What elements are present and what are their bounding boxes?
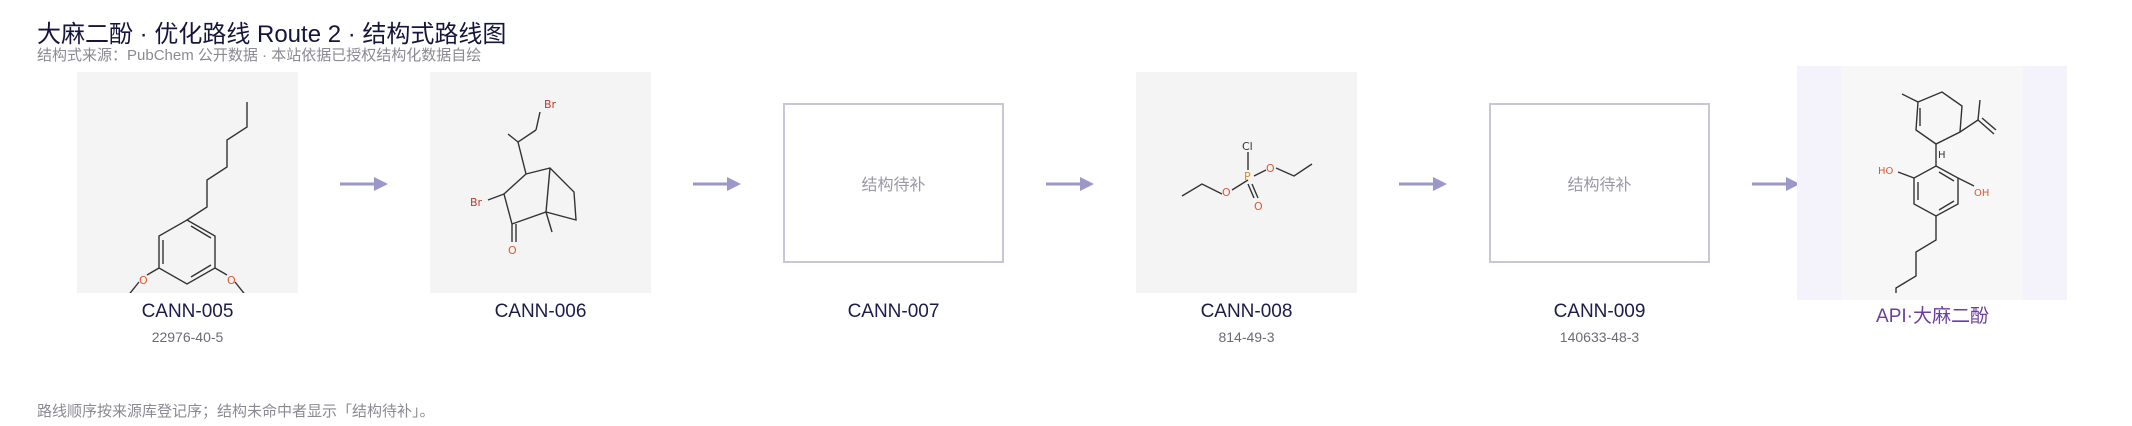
arrow-right-icon xyxy=(693,177,741,191)
step-code: CANN-007 xyxy=(847,301,940,322)
arrow-right-icon xyxy=(1399,177,1447,191)
cannabidiol-structure: H HO OH xyxy=(1878,91,1997,293)
structure-placeholder: 结构待补 xyxy=(783,102,1004,263)
atom-oxygen-4: O xyxy=(1222,186,1231,199)
atom-oxygen-2: O xyxy=(139,274,148,287)
diethyl-chlorophosphate-structure: Cl P O O O xyxy=(1181,140,1313,213)
atom-oxygen-6: O xyxy=(1254,200,1263,213)
atom-phosphorus: P xyxy=(1244,170,1251,183)
arrow-right-icon xyxy=(340,177,388,191)
atom-oxygen-5: O xyxy=(1266,162,1275,175)
structure-image-step-1: O O xyxy=(77,72,298,293)
structure-image-step-2: Br Br O xyxy=(430,72,651,293)
atom-bromine-2: Br xyxy=(470,196,483,209)
route-step-3[interactable]: 结构待补 CANN-007 xyxy=(781,72,1006,329)
atom-hydroxyl-1: HO xyxy=(1878,166,1894,177)
step-code-api: API·大麻二酚 xyxy=(1876,306,1989,327)
api-highlight-panel xyxy=(1797,66,2067,300)
route-step-1[interactable]: O O CANN-005 22976-40-5 xyxy=(75,72,300,345)
step-code: CANN-009 xyxy=(1553,301,1646,322)
atom-bromine-1: Br xyxy=(544,98,557,111)
arrow-right-icon xyxy=(1046,177,1094,191)
route-step-4[interactable]: Cl P O O O CANN-008 814-49-3 xyxy=(1134,72,1359,345)
route-step-5[interactable]: 结构待补 CANN-009 140633-48-3 xyxy=(1487,72,1712,345)
step-cas: 22976-40-5 xyxy=(151,329,224,345)
atom-hydrogen: H xyxy=(1938,150,1946,161)
step-cas: 814-49-3 xyxy=(1218,329,1275,345)
arrow-right-icon xyxy=(1752,177,1800,191)
api-structure-background xyxy=(1841,66,2023,300)
route-step-2[interactable]: Br Br O CANN-006 xyxy=(428,72,653,329)
olivetol-dimethyl-ether-structure: O O xyxy=(129,102,248,293)
dibromocamphor-structure: Br Br O xyxy=(470,98,577,257)
structure-image-step-4: Cl P O O O xyxy=(1136,72,1357,293)
structure-image-step-3: 结构待补 xyxy=(783,72,1004,293)
route-step-api[interactable]: H HO OH API·大麻二酚 xyxy=(1820,72,2045,334)
structure-placeholder: 结构待补 xyxy=(1489,102,1710,263)
structure-image-api: H HO OH xyxy=(1822,72,2043,293)
atom-chlorine: Cl xyxy=(1242,140,1253,153)
page-title: 大麻二酚 · 优化路线 Route 2 · 结构式路线图 xyxy=(37,21,507,48)
page-subtitle: 结构式来源：PubChem 公开数据 · 本站依据已授权结构化数据自绘 xyxy=(37,47,482,64)
page-footnote: 路线顺序按来源库登记序；结构未命中者显示「结构待补」。 xyxy=(37,403,435,420)
structure-image-step-5: 结构待补 xyxy=(1489,72,1710,293)
atom-hydroxyl-2: OH xyxy=(1974,188,1989,199)
step-code: CANN-005 xyxy=(141,301,234,322)
step-cas: 140633-48-3 xyxy=(1559,329,1640,345)
step-code: CANN-006 xyxy=(494,301,587,322)
atom-oxygen-1: O xyxy=(227,274,236,287)
atom-oxygen-3: O xyxy=(508,244,517,257)
step-code: CANN-008 xyxy=(1200,301,1293,322)
